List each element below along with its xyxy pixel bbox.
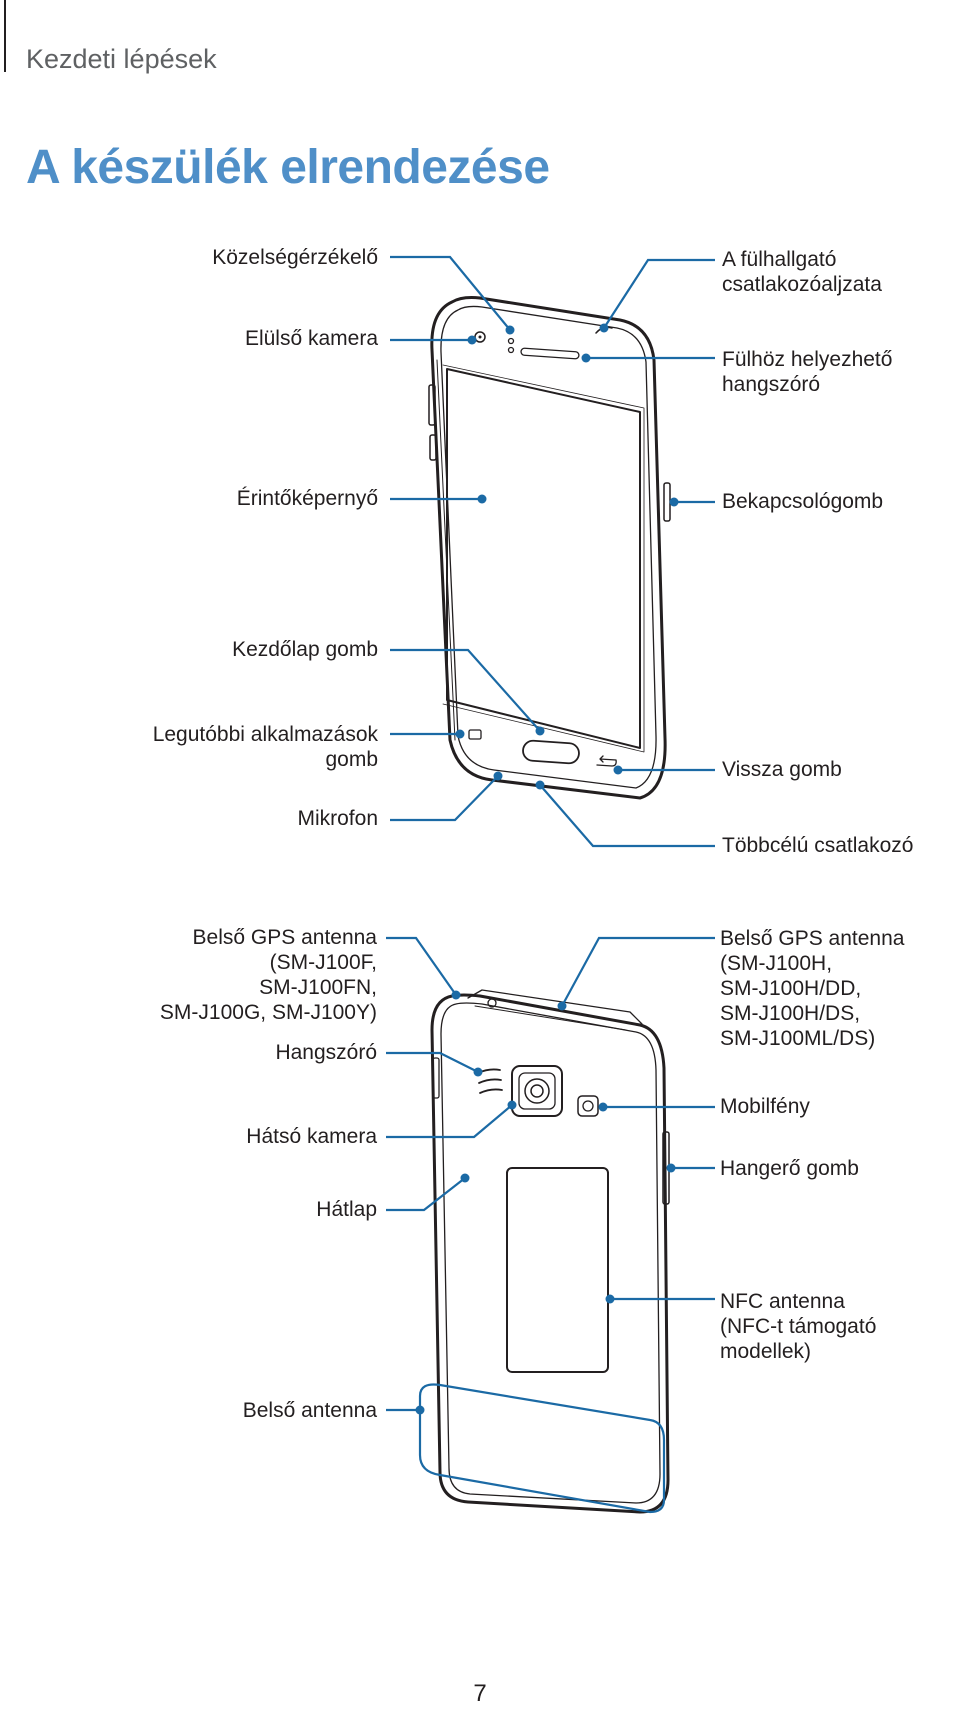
leader-headset (603, 258, 715, 329)
leader-proximity (390, 255, 511, 331)
front-body-outer (430, 296, 667, 800)
dot-microphone (493, 771, 503, 781)
leader-back-cover (386, 1177, 466, 1212)
label-nfc-antenna: NFC antenna (NFC-t támogató modellek) (720, 1290, 877, 1363)
label-gps-antenna-right: Belső GPS antenna (SM-J100H, SM-J100H/DD… (720, 927, 905, 1050)
leader-home (390, 648, 541, 732)
label-gps-antenna-left: Belső GPS antenna (SM-J100F, SM-J100FN, … (159, 926, 377, 1024)
dot-main-antenna (415, 1405, 425, 1415)
page-number: 7 (473, 1680, 487, 1707)
left-side-button-1 (428, 384, 436, 426)
dot-touchscreen (477, 494, 487, 504)
label-flash: Mobilfény (720, 1095, 810, 1118)
front-body-inner (440, 305, 657, 789)
dot-proximity (505, 325, 515, 335)
label-speaker: Hangszóró (275, 1041, 377, 1064)
front-device (428, 296, 671, 800)
label-multipurpose-jack: Többcélú csatlakozó (722, 834, 914, 857)
label-back-cover: Hátlap (316, 1198, 377, 1221)
leader-multipurpose (539, 784, 715, 848)
recent-apps-icon (468, 729, 482, 740)
label-proximity-sensor: Közelségérzékelő (212, 246, 378, 269)
dot-recent (455, 729, 465, 739)
earpiece-grille (520, 347, 580, 360)
label-recent-apps-button: Legutóbbi alkalmazások gomb (152, 723, 378, 771)
flash-lens (582, 1100, 594, 1112)
camera-housing-outer (511, 1065, 563, 1117)
dot-gps-right (557, 1001, 567, 1011)
label-earpiece: Fülhöz helyezhető hangszóró (722, 348, 893, 396)
label-rear-camera: Hátsó kamera (246, 1125, 377, 1148)
left-side-button-2 (429, 434, 437, 461)
camera-lens-inner (530, 1084, 544, 1098)
back-device (430, 989, 670, 1514)
label-home-button: Kezdőlap gomb (232, 638, 378, 661)
back-top-edge (467, 989, 643, 1025)
home-button-shape (522, 739, 580, 765)
dot-volume (666, 1163, 676, 1173)
front-screen-glass (442, 364, 645, 753)
label-back-button: Vissza gomb (722, 758, 842, 781)
page-title: A készülék elrendezése (26, 141, 550, 194)
dot-nfc (605, 1294, 615, 1304)
camera-lens-outer (524, 1078, 550, 1104)
speaker-grille-2 (478, 1078, 502, 1084)
front-screen (446, 368, 641, 749)
dot-back (613, 765, 623, 775)
leader-microphone (390, 775, 499, 822)
dot-speaker (473, 1067, 483, 1077)
camera-housing-inner (518, 1072, 556, 1110)
flash-housing (577, 1095, 599, 1117)
dot-home (535, 726, 545, 736)
header-rule (4, 0, 6, 72)
dot-flash (598, 1102, 608, 1112)
front-camera-dot (478, 335, 482, 339)
dot-back-cover (460, 1173, 470, 1183)
leader-rear-camera (386, 1104, 513, 1139)
label-power-key: Bekapcsológomb (722, 490, 884, 513)
power-key-shape (663, 482, 671, 522)
label-volume-key: Hangerő gomb (720, 1157, 859, 1180)
back-top-band (474, 1005, 627, 1031)
callout-dots (415, 323, 679, 1415)
label-headset-jack: A fülhallgató csatlakozóaljzata (722, 248, 882, 296)
label-main-antenna: Belső antenna (242, 1399, 377, 1422)
dot-power (669, 497, 679, 507)
dot-rear-camera (507, 1100, 517, 1110)
back-headset-jack (487, 998, 497, 1008)
leader-gps-left (386, 936, 457, 996)
main-antenna-loop (418, 1383, 666, 1514)
dot-earpiece (581, 353, 591, 363)
dot-headset (599, 323, 609, 333)
sensor-dot-2 (507, 346, 515, 354)
leader-speaker (386, 1051, 479, 1073)
back-left-button (432, 1057, 440, 1099)
back-body-inner (440, 1002, 661, 1504)
section-title: Kezdeti lépések (26, 44, 217, 74)
dot-gps-left (451, 990, 461, 1000)
leader-gps-right (561, 936, 715, 1007)
back-icon (596, 755, 617, 767)
sensor-dot-1 (507, 337, 515, 345)
label-microphone: Mikrofon (297, 807, 378, 830)
dot-front-camera (467, 335, 477, 345)
label-front-camera: Elülső kamera (244, 327, 378, 350)
callout-leaders (386, 255, 715, 1514)
label-touchscreen: Érintőképernyő (236, 487, 378, 510)
speaker-grille-3 (479, 1088, 503, 1094)
dot-multipurpose (535, 780, 545, 790)
back-body-outer (430, 993, 670, 1514)
nfc-area (506, 1167, 609, 1373)
